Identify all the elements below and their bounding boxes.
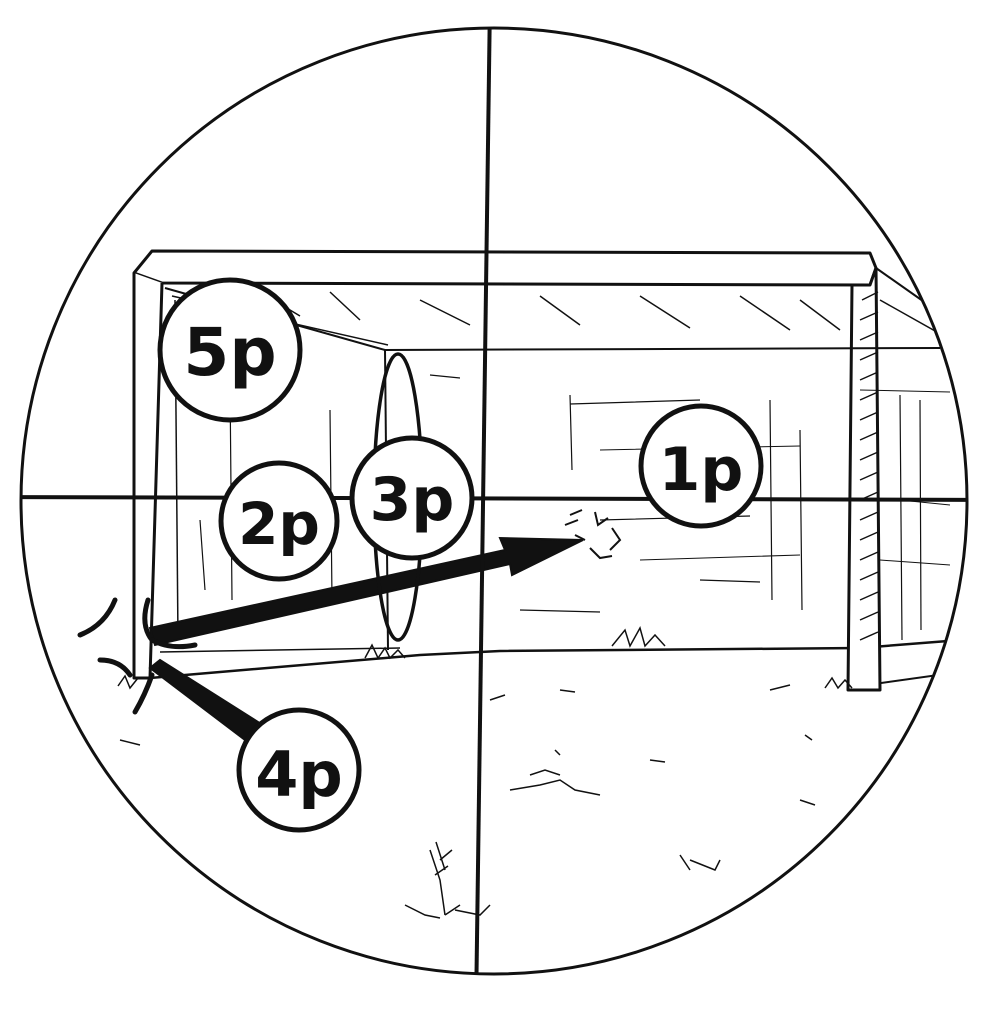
zone-4p-label: 4p bbox=[255, 738, 343, 811]
shooter-impact-icon bbox=[77, 597, 198, 715]
grass-tuft-icon bbox=[117, 626, 853, 919]
zone-3p-label: 3p bbox=[370, 465, 455, 535]
impact-burst-icon bbox=[564, 509, 622, 560]
ball-trajectory-arrow-icon bbox=[148, 536, 584, 742]
zone-2p-label: 2p bbox=[238, 490, 320, 558]
zone-5p-label: 5p bbox=[183, 314, 276, 391]
zone-2p[interactable]: 2p bbox=[218, 460, 340, 582]
zone-1p[interactable]: 1p bbox=[638, 403, 764, 529]
zone-4p[interactable]: 4p bbox=[236, 707, 362, 833]
scope-ring bbox=[19, 26, 969, 976]
zone-5p[interactable]: 5p bbox=[157, 277, 303, 423]
zone-3p[interactable]: 3p bbox=[349, 435, 475, 561]
zone-1p-label: 1p bbox=[659, 435, 744, 505]
